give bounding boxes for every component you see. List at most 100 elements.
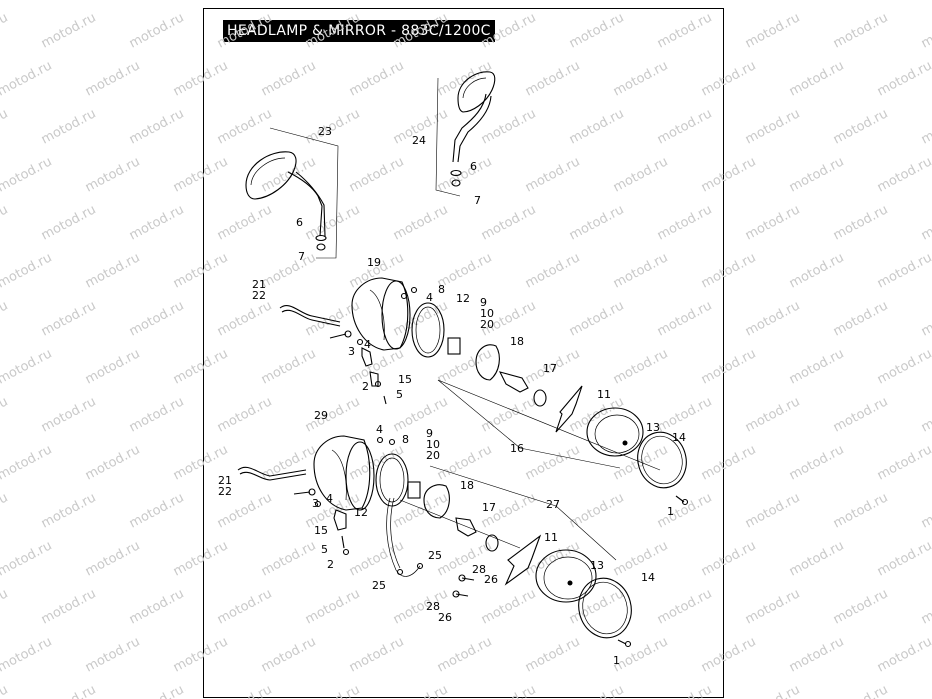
watermark-text: motod.ru: [831, 106, 891, 147]
watermark-text: motod.ru: [699, 250, 759, 291]
watermark-text: motod.ru: [787, 346, 847, 387]
watermark-text: motod.ru: [567, 586, 627, 627]
watermark-text: motod.ru: [919, 490, 932, 531]
callout-23: 23: [318, 125, 332, 138]
watermark-text: motod.ru: [787, 250, 847, 291]
callout-10: 10: [426, 438, 440, 451]
watermark-text: motod.ru: [391, 682, 451, 699]
watermark-text: motod.ru: [0, 10, 11, 51]
watermark-text: motod.ru: [127, 10, 187, 51]
watermark-text: motod.ru: [39, 394, 99, 435]
watermark-text: motod.ru: [0, 586, 11, 627]
watermark-text: motod.ru: [479, 202, 539, 243]
callout-16: 16: [510, 442, 524, 455]
callout-14: 14: [672, 431, 686, 444]
watermark-text: motod.ru: [567, 10, 627, 51]
watermark-text: motod.ru: [171, 538, 231, 579]
watermark-text: motod.ru: [0, 490, 11, 531]
watermark-text: motod.ru: [39, 490, 99, 531]
callout-25: 25: [372, 579, 386, 592]
callout-12: 12: [456, 292, 470, 305]
watermark-text: motod.ru: [347, 154, 407, 195]
watermark-text: motod.ru: [875, 154, 932, 195]
watermark-text: motod.ru: [215, 586, 275, 627]
watermark-text: motod.ru: [83, 58, 143, 99]
watermark-text: motod.ru: [787, 442, 847, 483]
watermark-text: motod.ru: [919, 394, 932, 435]
watermark-text: motod.ru: [787, 0, 847, 4]
watermark-text: motod.ru: [479, 682, 539, 699]
callout-22: 22: [252, 289, 266, 302]
mirror-left: [245, 151, 327, 251]
watermark-text: motod.ru: [435, 0, 495, 4]
callout-9: 9: [426, 427, 433, 440]
watermark-text: motod.ru: [215, 106, 275, 147]
callout-17: 17: [543, 362, 557, 375]
watermark-text: motod.ru: [743, 586, 803, 627]
watermark-text: motod.ru: [743, 682, 803, 699]
lower-headlamp-shell: [237, 435, 632, 648]
watermark-text: motod.ru: [919, 202, 932, 243]
watermark-text: motod.ru: [699, 346, 759, 387]
watermark-text: motod.ru: [831, 682, 891, 699]
watermark-text: motod.ru: [39, 586, 99, 627]
watermark-text: motod.ru: [743, 10, 803, 51]
watermark-text: motod.ru: [127, 202, 187, 243]
callout-17: 17: [482, 501, 496, 514]
watermark-text: motod.ru: [303, 586, 363, 627]
watermark-text: motod.ru: [523, 634, 583, 675]
watermark-text: motod.ru: [699, 442, 759, 483]
watermark-text: motod.ru: [523, 442, 583, 483]
callout-28: 28: [426, 600, 440, 613]
watermark-text: motod.ru: [831, 586, 891, 627]
callout-10: 10: [480, 307, 494, 320]
callout-26: 26: [438, 611, 452, 624]
callout-26: 26: [484, 573, 498, 586]
watermark-text: motod.ru: [435, 154, 495, 195]
watermark-text: motod.ru: [127, 586, 187, 627]
watermark-text: motod.ru: [0, 250, 55, 291]
callout-2: 2: [327, 558, 334, 571]
watermark-text: motod.ru: [39, 298, 99, 339]
watermark-text: motod.ru: [303, 10, 363, 51]
watermark-text: motod.ru: [435, 634, 495, 675]
watermark-text: motod.ru: [127, 682, 187, 699]
watermark-text: motod.ru: [787, 538, 847, 579]
watermark-text: motod.ru: [787, 634, 847, 675]
watermark-text: motod.ru: [743, 394, 803, 435]
upper-headlamp-shell: [279, 277, 689, 506]
watermark-text: motod.ru: [875, 346, 932, 387]
watermark-text: motod.ru: [875, 538, 932, 579]
watermark-text: motod.ru: [919, 586, 932, 627]
watermark-text: motod.ru: [347, 442, 407, 483]
watermark-text: motod.ru: [611, 442, 671, 483]
watermark-text: motod.ru: [831, 10, 891, 51]
watermark-text: motod.ru: [567, 682, 627, 699]
watermark-text: motod.ru: [215, 682, 275, 699]
watermark-text: motod.ru: [567, 490, 627, 531]
callout-20: 20: [480, 318, 494, 331]
watermark-text: motod.ru: [215, 10, 275, 51]
callout-13: 13: [646, 421, 660, 434]
callout-7: 7: [474, 194, 481, 207]
watermark-text: motod.ru: [875, 250, 932, 291]
watermark-text: motod.ru: [479, 106, 539, 147]
watermark-text: motod.ru: [39, 202, 99, 243]
watermark-text: motod.ru: [347, 634, 407, 675]
watermark-text: motod.ru: [567, 106, 627, 147]
watermark-text: motod.ru: [391, 10, 451, 51]
watermark-text: motod.ru: [39, 10, 99, 51]
watermark-text: motod.ru: [0, 154, 55, 195]
callout-6: 6: [296, 216, 303, 229]
watermark-text: motod.ru: [171, 58, 231, 99]
callout-5: 5: [321, 543, 328, 556]
watermark-text: motod.ru: [655, 394, 715, 435]
callout-8: 8: [402, 433, 409, 446]
callout-21: 21: [218, 474, 232, 487]
watermark-text: motod.ru: [875, 0, 932, 4]
watermark-text: motod.ru: [919, 106, 932, 147]
watermark-text: motod.ru: [787, 58, 847, 99]
watermark-text: motod.ru: [0, 58, 55, 99]
callout-3: 3: [348, 345, 355, 358]
watermark-text: motod.ru: [875, 58, 932, 99]
